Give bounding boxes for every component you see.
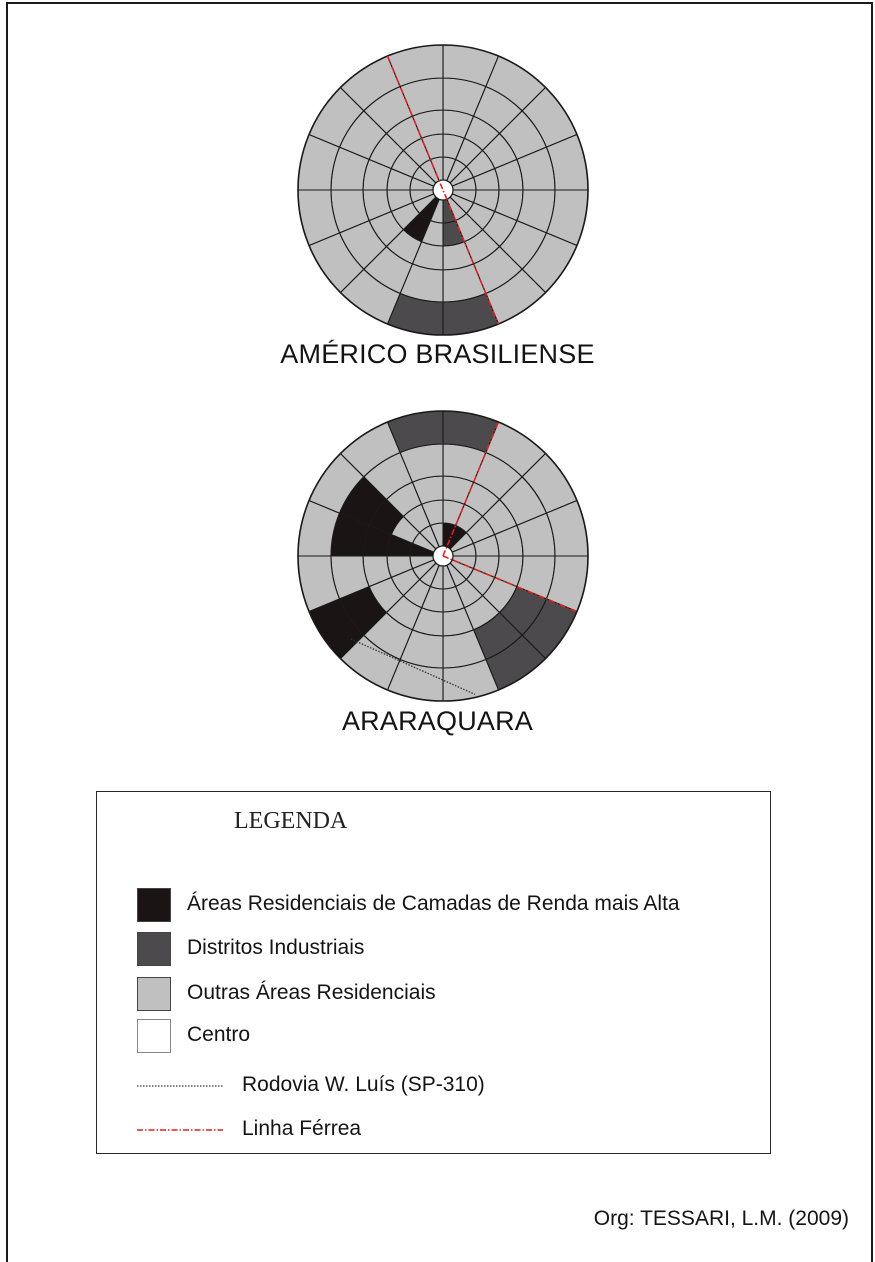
high-income-swatch [137, 888, 171, 922]
americo-outer-ring [297, 44, 589, 336]
high-income-label: Áreas Residenciais de Camadas de Renda m… [187, 892, 680, 915]
railway-label: Linha Férrea [242, 1117, 362, 1140]
araraquara-railway-line-north [442, 421, 500, 557]
other-residential-swatch [137, 977, 171, 1011]
other-residential-label: Outras Áreas Residenciais [187, 981, 436, 1004]
center-swatch [137, 1019, 171, 1053]
highway-line-sample [137, 1085, 223, 1087]
legend: LEGENDA Áreas Residenciais de Camadas de… [96, 791, 771, 1154]
author-credit: Org: TESSARI, L.M. (2009) [593, 1207, 849, 1230]
araraquara-model [297, 410, 589, 702]
center-label: Centro [187, 1023, 251, 1046]
figure-frame [6, 2, 873, 1262]
industrial-swatch [137, 932, 171, 966]
americo-railway-line [386, 55, 500, 325]
legend-title: LEGENDA [234, 808, 348, 834]
americo-center [432, 179, 454, 201]
industrial-label: Distritos Industriais [187, 936, 365, 959]
araraquara-railway-line-east [442, 555, 578, 613]
highway-label: Rodovia W. Luís (SP-310) [242, 1073, 485, 1096]
americo-brasiliense-model [297, 44, 589, 336]
araraquara-outer-ring [297, 410, 589, 702]
araraquara-title: ARARAQUARA [341, 706, 534, 736]
americo-brasiliense-title: AMÉRICO BRASILIENSE [280, 339, 595, 369]
railway-line-sample [137, 1129, 223, 1131]
